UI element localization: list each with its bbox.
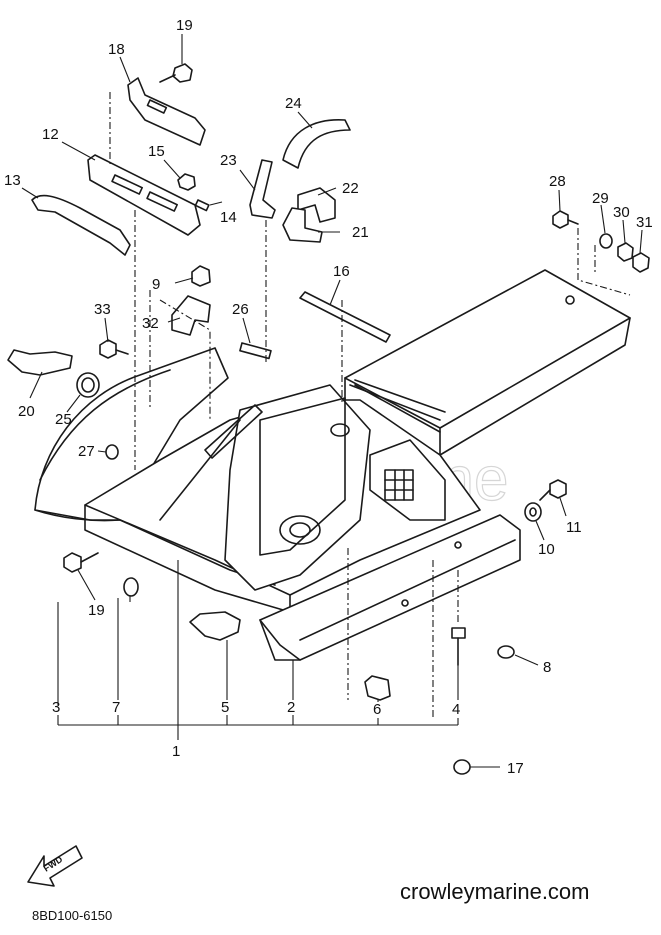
part-4-rivet — [451, 627, 466, 666]
callout-4: 4 — [452, 701, 460, 718]
assembly-guides — [109, 92, 631, 720]
callout-30: 30 — [613, 204, 630, 221]
callout-1: 1 — [172, 743, 180, 760]
part-18-plate — [127, 77, 206, 146]
callout-14: 14 — [220, 209, 237, 226]
part-8-plug — [497, 645, 515, 659]
callout-23: 23 — [220, 152, 237, 169]
main-frame — [34, 269, 631, 613]
callout-2: 2 — [287, 699, 295, 716]
callout-24: 24 — [285, 95, 302, 112]
part-29-washer — [599, 233, 613, 249]
part-26-strip — [239, 342, 272, 360]
part-19-bolt-lower — [63, 552, 99, 573]
part-19-bolt-top — [159, 63, 193, 83]
callout-33: 33 — [94, 301, 111, 318]
part-23-bracket — [249, 159, 276, 219]
part-31-cap-nut — [632, 252, 650, 273]
part-11-bolt — [539, 479, 567, 501]
part-24-grip — [282, 119, 351, 169]
callout-7: 7 — [112, 699, 120, 716]
part-20-pad — [7, 349, 73, 376]
callout-31: 31 — [636, 214, 653, 231]
callout-10: 10 — [538, 541, 555, 558]
callout-27: 27 — [78, 443, 95, 460]
part-5-cover — [189, 611, 241, 641]
callout-5: 5 — [221, 699, 229, 716]
part-17-plug — [453, 759, 471, 775]
callout-15: 15 — [148, 143, 165, 160]
callout-8: 8 — [543, 659, 551, 676]
callout-labels: 19 18 12 15 13 23 24 22 21 14 9 32 33 26… — [4, 17, 653, 777]
part-15-nut — [177, 173, 196, 191]
grille — [384, 469, 414, 501]
callout-28: 28 — [549, 173, 566, 190]
part-30-nut — [617, 242, 634, 262]
callout-21: 21 — [352, 224, 369, 241]
part-9-grommet — [191, 265, 211, 287]
part-21-bracket — [282, 207, 323, 243]
part-28-bolt — [552, 210, 579, 229]
part-27-washer — [105, 444, 119, 460]
diagram-code: 8BD100-6150 — [32, 908, 112, 923]
callout-32: 32 — [142, 315, 159, 332]
callout-22: 22 — [342, 180, 359, 197]
callout-20: 20 — [18, 403, 35, 420]
callout-16: 16 — [333, 263, 350, 280]
callout-11: 11 — [566, 519, 582, 536]
site-url: crowleymarine.com — [400, 879, 590, 904]
side-panel — [259, 514, 521, 661]
part-25-bumper — [76, 372, 100, 398]
callout-18: 18 — [108, 41, 125, 58]
part-16-strip — [299, 291, 391, 343]
callout-9: 9 — [152, 276, 160, 293]
part-7-plug — [123, 577, 139, 597]
leader-lines — [21, 34, 643, 768]
callout-26: 26 — [232, 301, 249, 318]
part-32-clip — [171, 295, 211, 336]
part-14-shim — [194, 199, 210, 212]
callout-12: 12 — [42, 126, 59, 143]
fwd-arrow-icon: FWD — [27, 845, 83, 887]
callout-19-top: 19 — [176, 17, 193, 34]
callout-29: 29 — [592, 190, 609, 207]
part-33-bolt — [99, 339, 129, 359]
callout-6: 6 — [373, 701, 381, 718]
part-10-spacer — [524, 502, 542, 522]
part-6-clamp — [364, 675, 391, 701]
callout-3: 3 — [52, 699, 60, 716]
callout-19-lower: 19 — [88, 602, 105, 619]
part-13-grab-rail — [31, 194, 131, 256]
callout-13: 13 — [4, 172, 21, 189]
callout-25: 25 — [55, 411, 72, 428]
callout-17: 17 — [507, 760, 524, 777]
